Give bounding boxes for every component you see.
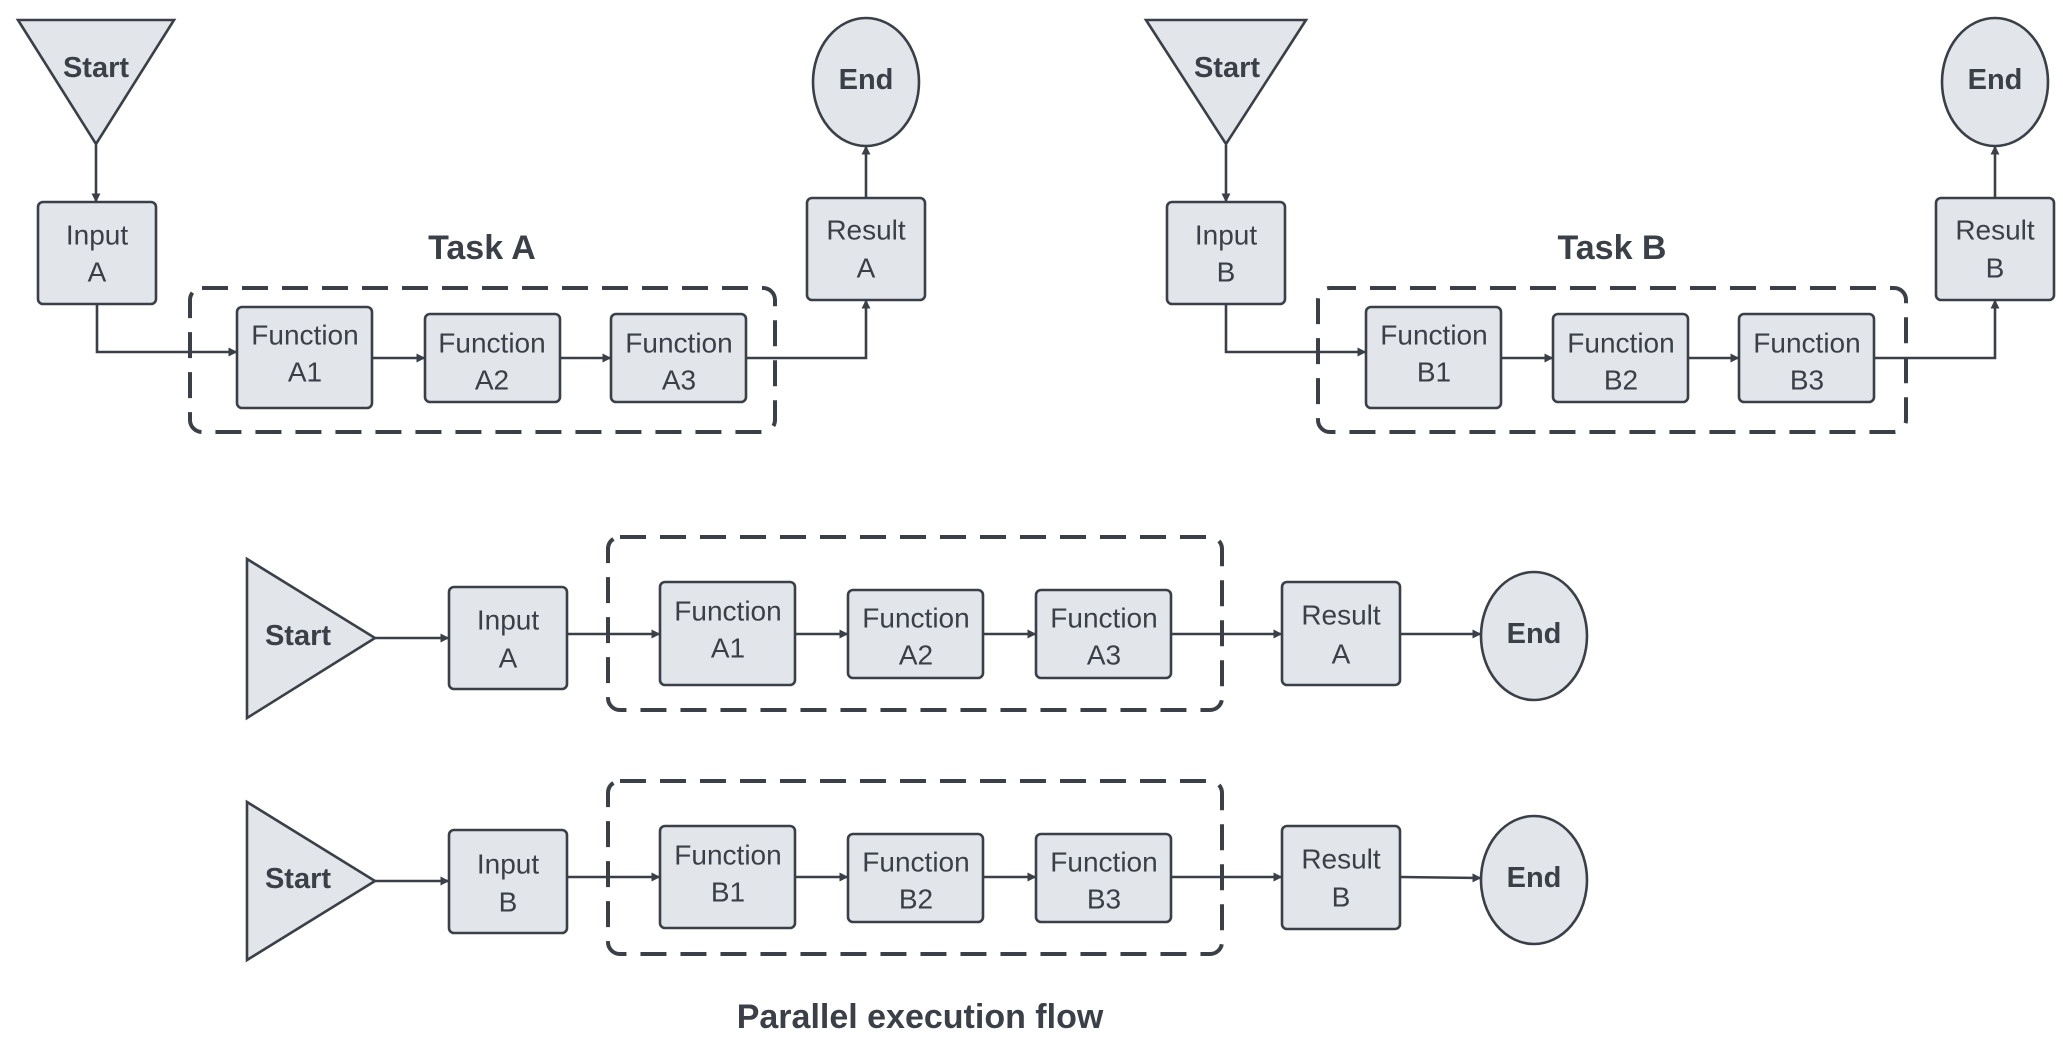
task-a-function-a1-label-2: A1 (288, 357, 322, 388)
parallel-b-function-b3-label-2: B3 (1087, 884, 1121, 915)
task-b-function-b2-label-2: B2 (1604, 365, 1638, 396)
task-b-title: Task B (1558, 229, 1667, 267)
task-a-start-node (15, 18, 177, 147)
task-a-function-a2-label-2: A2 (475, 365, 509, 396)
task-b-function-b3-label-2: B3 (1790, 365, 1824, 396)
task-a-result-label-2: A (857, 253, 876, 284)
task-b-start-label: Start (1194, 52, 1260, 84)
parallel-row-a: Start Input A Function A1 Function A2 Fu… (245, 535, 1589, 721)
task-a-title: Task A (428, 229, 536, 267)
task-b-input-label-2: B (1217, 257, 1236, 288)
parallel-a-end-label: End (1507, 618, 1562, 650)
task-a-function-a2-label-1: Function (438, 328, 545, 359)
parallel-b-function-b1-label-1: Function (674, 840, 781, 871)
task-b-edge-b3-result (1874, 299, 2000, 360)
task-b-result-label-2: B (1986, 253, 2005, 284)
parallel-b-function-b3-label-1: Function (1050, 847, 1157, 878)
task-a-function-a3-label-1: Function (625, 328, 732, 359)
task-a-input-label-2: A (88, 257, 107, 288)
parallel-a-function-a1-label-2: A1 (711, 633, 745, 664)
task-b-end-label: End (1968, 64, 2023, 96)
parallel-a-function-a2-label-1: Function (862, 603, 969, 634)
parallel-b-input-label-2: B (499, 887, 518, 918)
task-b-function-b1-label-1: Function (1380, 320, 1487, 351)
task-b-group: Task B Start Input B Function B1 Functio… (1143, 16, 2056, 434)
task-a-result-node (805, 196, 927, 302)
task-a-edge-input-a1 (95, 304, 238, 357)
parallel-b-start-node (245, 799, 378, 963)
parallel-a-function-a2-label-2: A2 (899, 640, 933, 671)
task-a-start-label: Start (63, 52, 129, 84)
parallel-a-function-a1-label-1: Function (674, 596, 781, 627)
parallel-a-result-label-2: A (1332, 639, 1351, 670)
task-a-edge-a3-result (746, 299, 871, 360)
task-b-input-label-1: Input (1195, 220, 1257, 251)
task-a-function-a3-label-2: A3 (662, 365, 696, 396)
parallel-a-result-node (1280, 580, 1402, 687)
parallel-b-function-b2-label-1: Function (862, 847, 969, 878)
parallel-a-start-node (245, 556, 378, 721)
task-b-result-node (1934, 196, 2056, 302)
parallel-a-input-node (447, 585, 569, 691)
task-a-group: Task A Start Input A Function A1 Functio… (15, 16, 927, 434)
parallel-b-function-b2-label-2: B2 (899, 884, 933, 915)
parallel-a-function-a3-label-1: Function (1050, 603, 1157, 634)
task-b-start-node (1143, 18, 1309, 147)
task-a-function-a1-label-1: Function (251, 320, 358, 351)
parallel-b-start-label: Start (265, 863, 331, 895)
parallel-b-input-node (447, 828, 569, 935)
parallel-b-result-node (1280, 824, 1402, 931)
parallel-a-input-label-1: Input (477, 605, 539, 636)
task-b-result-label-1: Result (1955, 215, 2035, 246)
task-a-end-label: End (839, 64, 894, 96)
parallel-b-edge-result-end (1399, 873, 1482, 883)
parallel-row-b-functions-container (606, 779, 1224, 956)
parallel-b-result-label-2: B (1332, 882, 1351, 913)
parallel-b-function-b1-label-2: B1 (711, 877, 745, 908)
parallel-a-function-a3-label-2: A3 (1087, 640, 1121, 671)
parallel-row-a-functions-container (606, 535, 1224, 712)
task-b-function-b1-label-2: B1 (1417, 357, 1451, 388)
task-b-input-node (1165, 200, 1287, 306)
task-b-functions-container (1316, 286, 1908, 434)
task-b-function-b3-label-1: Function (1753, 328, 1860, 359)
task-b-edge-input-b1 (1224, 304, 1367, 357)
parallel-a-start-label: Start (265, 620, 331, 652)
task-a-result-label-1: Result (826, 215, 906, 246)
task-a-functions-container (188, 286, 777, 434)
parallel-b-input-label-1: Input (477, 849, 539, 880)
parallel-b-result-label-1: Result (1301, 844, 1381, 875)
parallel-flow-caption: Parallel execution flow (737, 998, 1104, 1036)
parallel-b-end-label: End (1507, 862, 1562, 894)
task-b-function-b2-label-1: Function (1567, 328, 1674, 359)
task-a-input-node (36, 200, 158, 306)
task-a-input-label-1: Input (66, 220, 128, 251)
parallel-a-result-label-1: Result (1301, 600, 1381, 631)
parallel-a-input-label-2: A (499, 643, 518, 674)
parallel-row-b: Start Input B Function B1 Function B2 Fu… (245, 779, 1589, 963)
